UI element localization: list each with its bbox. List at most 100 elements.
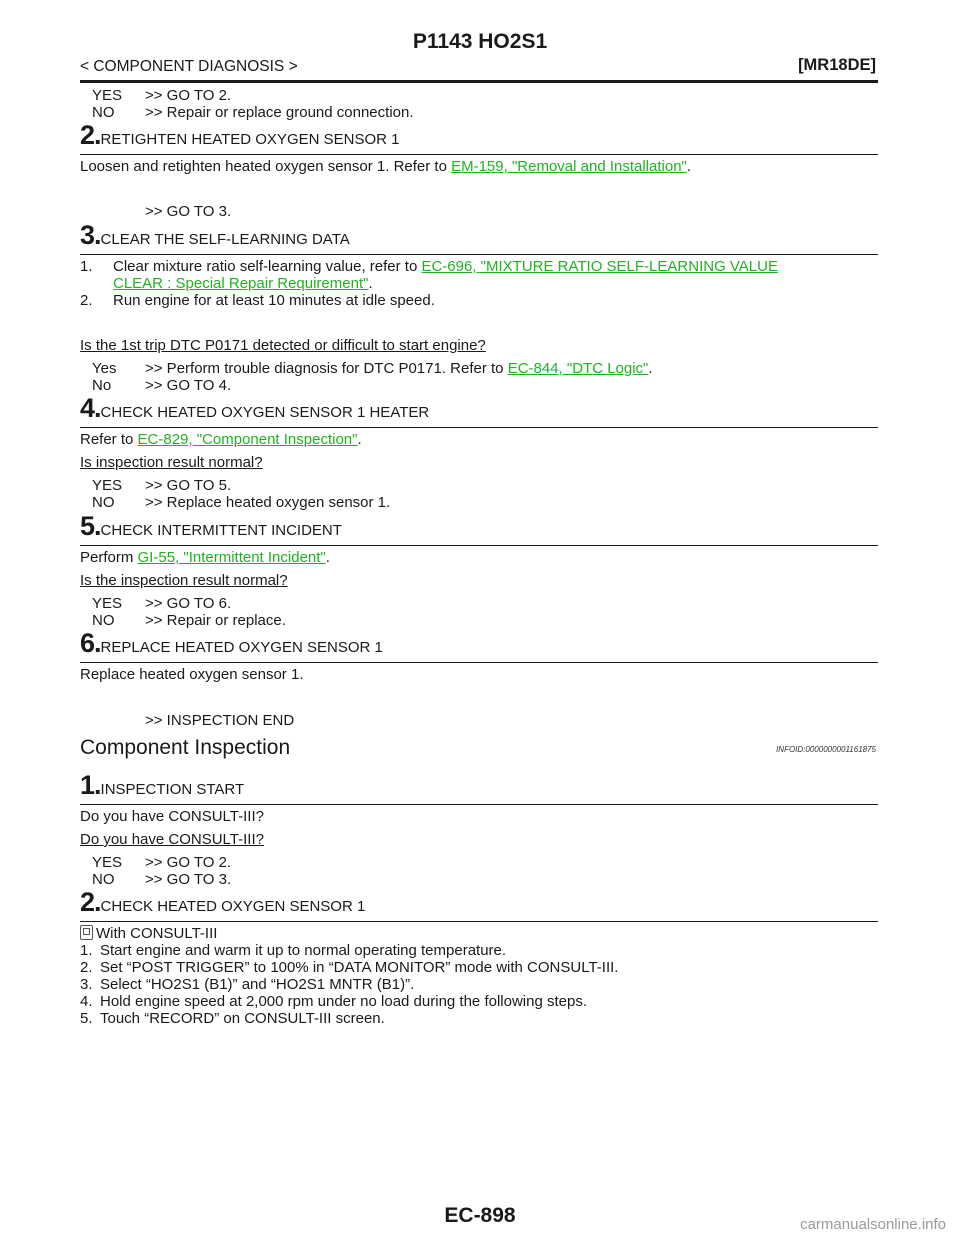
step-divider	[80, 254, 878, 255]
with-consult-row: With CONSULT-III	[80, 925, 217, 942]
step-title: CHECK HEATED OXYGEN SENSOR 1	[100, 898, 366, 915]
inspection-step-1-no-row: NO >> GO TO 3.	[92, 871, 231, 888]
step-3-yes-row: Yes >> Perform trouble diagnosis for DTC …	[92, 360, 653, 377]
yes-text: >> GO TO 5.	[145, 477, 232, 494]
intro-no-row: NO >> Repair or replace ground connection…	[92, 104, 414, 121]
step-number: 3.	[80, 220, 102, 250]
no-text: >> GO TO 4.	[145, 377, 232, 394]
step-2-heading: 2.RETIGHTEN HEATED OXYGEN SENSOR 1	[80, 120, 399, 151]
step-5-question: Is the inspection result normal?	[80, 572, 288, 589]
punct: .	[368, 275, 373, 292]
step-3-item-2: 2. Run engine for at least 10 minutes at …	[80, 292, 435, 309]
inspection-step-2-item: 3.Select “HO2S1 (B1)” and “HO2S1 MNTR (B…	[80, 976, 414, 993]
step-4-heading: 4.CHECK HEATED OXYGEN SENSOR 1 HEATER	[80, 393, 429, 424]
step-5-heading: 5.CHECK INTERMITTENT INCIDENT	[80, 511, 342, 542]
no-key: NO	[92, 612, 115, 629]
info-id: INFOID:0000000001161875	[776, 745, 876, 754]
step-number: 4.	[80, 393, 102, 423]
ref-link-em159[interactable]: EM-159, "Removal and Installation"	[451, 158, 687, 175]
no-key: NO	[92, 104, 115, 121]
step-title: CHECK INTERMITTENT INCIDENT	[100, 522, 342, 539]
no-text: >> GO TO 3.	[145, 871, 232, 888]
step-divider	[80, 921, 878, 922]
step-number: 2.	[80, 887, 102, 917]
step-4-text: Refer to EC-829, "Component Inspection".	[80, 431, 362, 448]
item-number: 1.	[80, 942, 93, 959]
item-number: 2.	[80, 292, 93, 309]
step-6-heading: 6.REPLACE HEATED OXYGEN SENSOR 1	[80, 628, 383, 659]
body-text: Perform	[80, 549, 138, 566]
section-heading: Component Inspection	[80, 736, 291, 759]
step-4-question: Is inspection result normal?	[80, 454, 263, 471]
ref-link-gi55[interactable]: GI-55, "Intermittent Incident"	[137, 549, 326, 566]
yes-text: >> GO TO 2.	[145, 854, 232, 871]
no-key: NO	[92, 871, 115, 888]
yes-key: YES	[92, 87, 123, 104]
no-text: >> Repair or replace.	[145, 612, 286, 629]
no-text: >> Repair or replace ground connection.	[145, 104, 414, 121]
item-text: Set “POST TRIGGER” to 100% in “DATA MONI…	[100, 959, 619, 976]
item-number: 5.	[80, 1010, 93, 1027]
step-6-result: >> INSPECTION END	[145, 712, 295, 729]
item-number: 4.	[80, 993, 93, 1010]
model-code: [MR18DE]	[798, 56, 876, 74]
punct: .	[686, 158, 692, 175]
step-6-text: Replace heated oxygen sensor 1.	[80, 666, 304, 683]
item-text: Start engine and warm it up to normal op…	[100, 942, 507, 959]
step-title: CHECK HEATED OXYGEN SENSOR 1 HEATER	[100, 404, 430, 421]
yes-key: Yes	[92, 360, 117, 377]
step-2-result: >> GO TO 3.	[145, 203, 232, 220]
step-title: INSPECTION START	[100, 781, 245, 798]
yes-text: >> Perform trouble diagnosis for DTC P01…	[145, 360, 508, 377]
body-text: Refer to	[80, 431, 138, 448]
yes-key: YES	[92, 854, 123, 871]
inspection-step-2-item: 1. Start engine and warm it up to normal …	[80, 942, 506, 959]
no-text: >> Replace heated oxygen sensor 1.	[145, 494, 391, 511]
watermark: carmanualsonline.info	[800, 1216, 946, 1233]
step-5-no-row: NO >> Repair or replace.	[92, 612, 286, 629]
item-text: Hold engine speed at 2,000 rpm under no …	[100, 993, 587, 1010]
step-5-yes-row: YES>> GO TO 6.	[92, 595, 231, 612]
ref-link-ec844[interactable]: EC-844, "DTC Logic"	[507, 360, 649, 377]
inspection-step-2-item: 5. Touch “RECORD” on CONSULT-III screen.	[80, 1010, 385, 1027]
step-title: CLEAR THE SELF-LEARNING DATA	[100, 231, 350, 248]
item-number: 2.	[80, 959, 93, 976]
step-number: 2.	[80, 120, 102, 150]
step-4-yes-row: YES >> GO TO 5.	[92, 477, 231, 494]
punct: .	[648, 360, 653, 377]
page-title: P1143 HO2S1	[412, 30, 548, 53]
punct: .	[357, 431, 362, 448]
ref-link-ec829[interactable]: EC-829, "Component Inspection"	[137, 431, 358, 448]
step-divider	[80, 662, 878, 663]
step-divider	[80, 545, 878, 546]
item-number: 3.	[80, 976, 93, 993]
step-3-no-row: No >> GO TO 4.	[92, 377, 231, 394]
intro-yes-row: YES >> GO TO 2.	[92, 87, 231, 104]
header-divider	[80, 80, 878, 83]
body-text: Run engine for at least 10 minutes at id…	[113, 292, 435, 309]
yes-key: YES	[92, 477, 123, 494]
step-3-item-1: 1.Clear mixture ratio self-learning valu…	[80, 258, 778, 275]
inspection-step-1-question: Do you have CONSULT-III?	[80, 831, 264, 848]
step-number: 5.	[80, 511, 102, 541]
ref-link-ec696-a[interactable]: EC-696, "MIXTURE RATIO SELF-LEARNING VAL…	[421, 258, 778, 275]
inspection-step-1-text: Do you have CONSULT-III?	[80, 808, 264, 825]
ref-link-ec696-b[interactable]: CLEAR : Special Repair Requirement"	[113, 275, 369, 292]
step-title: REPLACE HEATED OXYGEN SENSOR 1	[100, 639, 383, 656]
step-3-question: Is the 1st trip DTC P0171 detected or di…	[80, 337, 486, 354]
step-number: 1.	[80, 770, 102, 800]
inspection-step-1-yes-row: YES >> GO TO 2.	[92, 854, 231, 871]
item-text: Touch “RECORD” on CONSULT-III screen.	[100, 1010, 385, 1027]
no-key: No	[92, 377, 112, 394]
yes-text: >> GO TO 2.	[145, 87, 232, 104]
step-3-heading: 3.CLEAR THE SELF-LEARNING DATA	[80, 220, 350, 251]
step-divider	[80, 427, 878, 428]
inspection-step-2-item: 2. Set “POST TRIGGER” to 100% in “DATA MO…	[80, 959, 618, 976]
step-5-text: Perform GI-55, "Intermittent Incident".	[80, 549, 330, 566]
step-4-no-row: NO>> Replace heated oxygen sensor 1.	[92, 494, 390, 511]
step-divider	[80, 154, 878, 155]
with-consult-text: With CONSULT-III	[96, 925, 218, 942]
inspection-step-1-heading: 1.INSPECTION START	[80, 770, 244, 801]
yes-text: >> GO TO 6.	[145, 595, 232, 612]
step-divider	[80, 804, 878, 805]
